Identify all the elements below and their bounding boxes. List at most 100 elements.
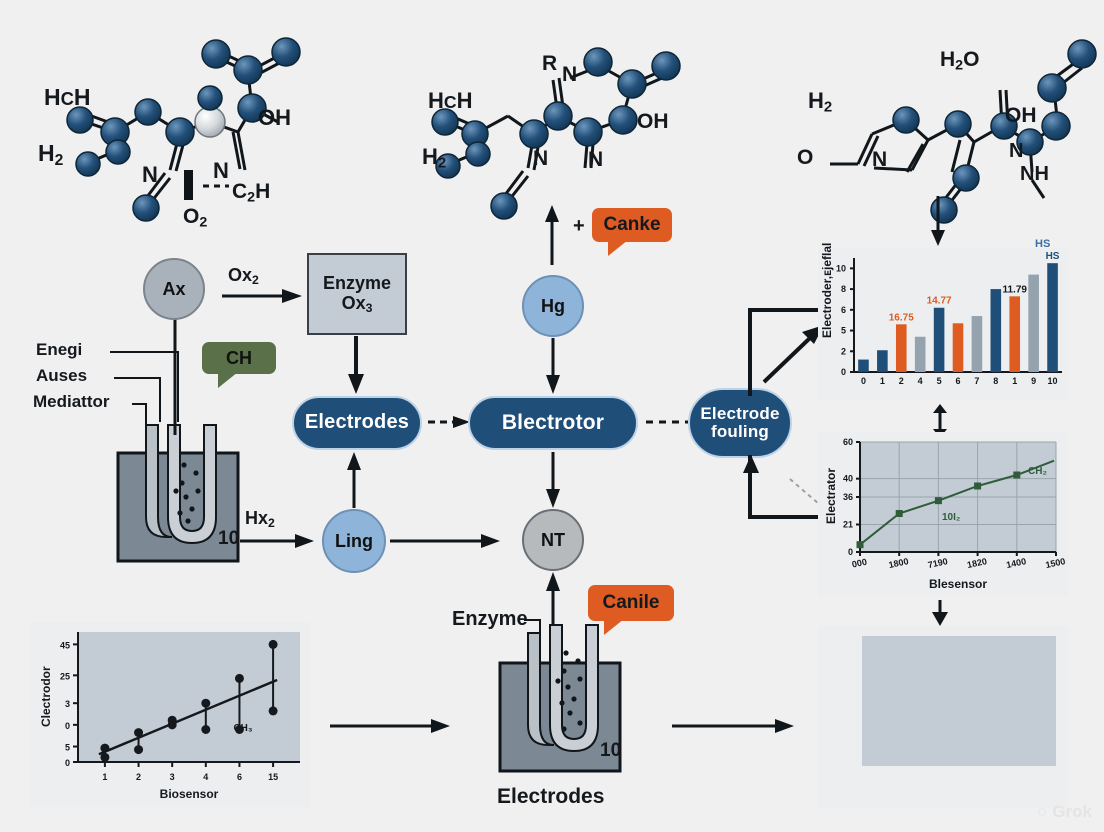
svg-text:5: 5 bbox=[937, 376, 942, 386]
node-hg-label: Hg bbox=[541, 295, 565, 316]
callout-ch[interactable]: CH bbox=[202, 342, 276, 388]
svg-text:Electrator: Electrator bbox=[824, 468, 838, 524]
svg-text:1: 1 bbox=[1012, 376, 1017, 386]
node-ling-label: Ling bbox=[335, 530, 373, 551]
svg-text:8: 8 bbox=[993, 376, 998, 386]
node-nt-label: NT bbox=[541, 529, 565, 550]
svg-text:3: 3 bbox=[170, 772, 175, 782]
svg-text:CH₃: CH₃ bbox=[233, 723, 252, 734]
svg-text:6: 6 bbox=[955, 376, 960, 386]
svg-text:1: 1 bbox=[880, 376, 885, 386]
molecule-right-label-n: N bbox=[1009, 140, 1024, 162]
callout-ch-label: CH bbox=[226, 347, 252, 368]
edge-label-hx2: Hx2 bbox=[245, 508, 275, 531]
molecule-left-label-h2: H2 bbox=[38, 140, 64, 169]
arrow-bottom-left-to-beaker bbox=[330, 718, 450, 734]
svg-text:1500: 1500 bbox=[1045, 556, 1067, 570]
multiline-chart-bottom-right[interactable] bbox=[818, 626, 1068, 808]
svg-text:15: 15 bbox=[268, 772, 278, 782]
pill-blectrotor-label: Blectrotor bbox=[501, 410, 605, 434]
beaker-top-left bbox=[110, 424, 250, 565]
molecule-middle-label-n-top: N bbox=[562, 63, 578, 86]
watermark-label: Grok bbox=[1052, 802, 1092, 821]
svg-text:2: 2 bbox=[841, 346, 846, 356]
svg-text:6: 6 bbox=[841, 305, 846, 315]
arrow-ax-to-enzyme bbox=[222, 288, 302, 304]
svg-text:1: 1 bbox=[102, 772, 107, 782]
svg-text:0: 0 bbox=[841, 367, 846, 377]
beaker-bottom-leader-line bbox=[524, 612, 554, 646]
molecule-right-label-o: O bbox=[797, 146, 814, 169]
molecule-right-label-nh: NH bbox=[1020, 163, 1049, 185]
molecule-right-label-h2: H2 bbox=[808, 88, 833, 116]
arrow-right-molecule-down bbox=[928, 196, 948, 246]
dashed-arrow-blectrotor-fouling bbox=[646, 414, 688, 430]
svg-text:14.77: 14.77 bbox=[927, 296, 952, 307]
box-enzyme-line2: Ox3 bbox=[341, 292, 373, 315]
pill-electrodes[interactable]: Electrodes bbox=[292, 396, 422, 450]
molecule-right-label-h2o: H2O bbox=[940, 48, 980, 74]
beaker-bottom-value-badge: 10 bbox=[600, 740, 622, 761]
svg-text:2: 2 bbox=[136, 772, 141, 782]
svg-text:25: 25 bbox=[60, 671, 70, 681]
edge-label-ox2: Ox2 bbox=[228, 265, 259, 288]
callout-tail bbox=[604, 619, 624, 635]
molecule-middle-label-hch: HCH bbox=[428, 88, 473, 113]
molecule-middle-label-oh: OH bbox=[637, 110, 669, 133]
pill-blectrotor[interactable]: Blectrotor bbox=[468, 396, 638, 450]
molecule-middle-label-n-left: N bbox=[533, 147, 549, 170]
svg-text:4: 4 bbox=[203, 772, 208, 782]
callout-canile[interactable]: Canile bbox=[588, 585, 674, 635]
pill-fouling-line1: Electrode bbox=[700, 403, 780, 423]
callout-canile-label: Canile bbox=[602, 592, 660, 613]
beaker-top-label-0: Enegi bbox=[36, 340, 83, 359]
svg-text:Blesensor: Blesensor bbox=[929, 577, 987, 591]
watermark: ○ Grok bbox=[1037, 802, 1092, 822]
node-hg[interactable]: Hg bbox=[522, 275, 584, 337]
molecule-left-label-n1: N bbox=[142, 162, 158, 187]
pill-electrodes-label: Electrodes bbox=[304, 411, 410, 434]
svg-text:5: 5 bbox=[841, 326, 846, 336]
molecule-middle-label-r: R bbox=[542, 52, 558, 75]
molecule-left-label-oh: OH bbox=[258, 105, 291, 130]
pill-electrode-fouling[interactable]: Electrode fouling bbox=[688, 388, 792, 458]
molecule-right bbox=[800, 12, 1097, 224]
svg-text:000: 000 bbox=[851, 557, 868, 570]
callout-canke[interactable]: Canke bbox=[592, 208, 672, 256]
callout-canke-label: Canke bbox=[603, 214, 661, 235]
molecule-left-label-o2: O2 bbox=[183, 205, 208, 231]
molecule-right-label-n-ring: N bbox=[872, 148, 888, 171]
svg-text:0: 0 bbox=[861, 376, 866, 386]
molecule-left-label-hch: HCH bbox=[44, 84, 91, 110]
svg-text:60: 60 bbox=[843, 437, 853, 447]
pill-fouling-line2: fouling bbox=[710, 422, 770, 441]
node-ax[interactable]: Ax bbox=[143, 258, 205, 320]
box-enzyme-ox3[interactable]: Enzyme Ox3 bbox=[307, 253, 407, 335]
node-ax-label: Ax bbox=[162, 278, 186, 299]
dashed-bond-left bbox=[203, 184, 229, 188]
box-enzyme-line1: Enzyme bbox=[322, 272, 392, 293]
arrow-line-to-bottom-right-chart bbox=[930, 600, 950, 626]
molecule-middle-label-n-mid: N bbox=[588, 148, 604, 171]
molecule-right-label-hs: HS bbox=[1035, 238, 1051, 250]
node-nt[interactable]: NT bbox=[522, 509, 584, 571]
molecule-middle-label-h2: H2 bbox=[422, 144, 447, 172]
beaker-top-value-badge: 10 bbox=[218, 528, 240, 549]
svg-text:10I₂: 10I₂ bbox=[942, 512, 960, 523]
svg-text:1820: 1820 bbox=[966, 556, 988, 570]
beaker-top-leaders bbox=[28, 330, 188, 450]
svg-text:45: 45 bbox=[60, 640, 70, 650]
svg-text:1800: 1800 bbox=[888, 556, 910, 570]
svg-text:4: 4 bbox=[918, 376, 923, 386]
svg-text:9: 9 bbox=[1031, 376, 1036, 386]
node-ling[interactable]: Ling bbox=[322, 509, 386, 573]
svg-text:11.79: 11.79 bbox=[1002, 284, 1027, 295]
plus-sign: + bbox=[573, 215, 585, 237]
watermark-icon: ○ bbox=[1037, 802, 1048, 821]
arrow-blectrotor-to-nt bbox=[544, 452, 562, 508]
svg-text:8: 8 bbox=[841, 284, 846, 294]
